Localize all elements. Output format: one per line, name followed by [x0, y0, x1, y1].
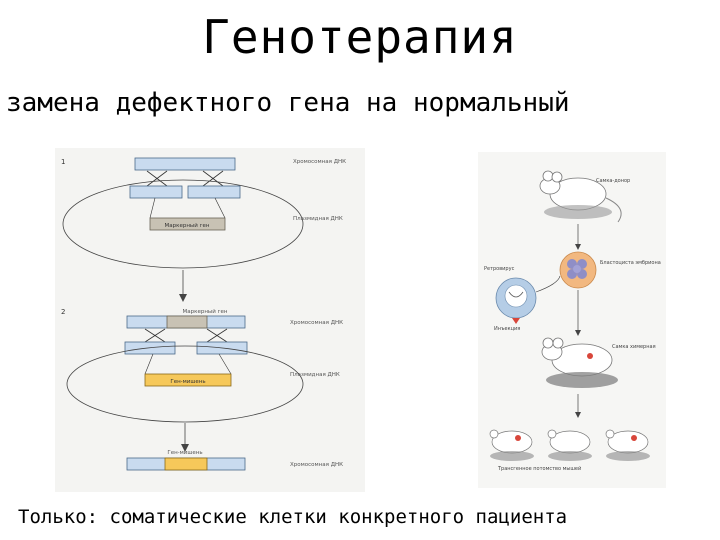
- step2-chromosome-label: Хромосомная ДНК: [290, 320, 343, 326]
- injection-label: Инъекция: [494, 326, 520, 332]
- footer-note: Только: соматические клетки конкретного …: [18, 506, 568, 528]
- step1-plasmid-ring: [62, 179, 304, 269]
- donor-mouse-icon: [539, 170, 622, 223]
- step1-arrow-head: [179, 294, 187, 302]
- transgenic-label: Трансгенное потомство мышей: [497, 465, 581, 472]
- offspring-mouse-icon: [489, 429, 534, 461]
- step2-target-gene-box: [144, 373, 232, 387]
- transgenic-svg: Самка-донор Бластоциста эмбриона Ретрови…: [484, 170, 661, 472]
- step1-plasmid-label: Плазмидная ДНК: [293, 216, 343, 222]
- recombination-diagram: 1 Хромосомная ДНК Маркерный ген Плазмидн…: [55, 148, 365, 492]
- step2-plasmid-label: Плазмидная ДНК: [290, 372, 340, 378]
- page-title: Генотерапия: [202, 10, 518, 64]
- step1-marker-gene-label: Маркерный ген: [165, 222, 210, 229]
- retrovirus-label: Ретровирус: [484, 266, 515, 272]
- blastocyst-icon: [559, 251, 597, 289]
- step1-cross-line: [202, 170, 224, 187]
- step1-cross-line: [146, 170, 168, 187]
- step2-connector: [144, 353, 154, 375]
- transgenic-mice-diagram: Самка-донор Бластоциста эмбриона Ретрови…: [478, 152, 666, 488]
- step1-plasmid-right-arm: [187, 185, 241, 199]
- step3-target-gene-label: Ген-мишень: [167, 450, 202, 456]
- arrow-virus-to-embryo: [535, 275, 561, 293]
- donor-mouse-label: Самка-донор: [596, 178, 630, 184]
- step2-target-gene-label: Ген-мишень: [170, 379, 205, 385]
- step2-cross-line: [144, 328, 166, 343]
- step1-connector: [149, 197, 156, 219]
- chimera-mouse-icon: [541, 337, 618, 388]
- step2-plasmid-ring: [66, 345, 304, 423]
- step3-chromosome-label: Хромосомная ДНК: [290, 462, 343, 468]
- embryo-label: Бластоциста эмбриона: [600, 260, 661, 266]
- page-subtitle: замена дефектного гена на нормальный: [6, 88, 570, 118]
- step2-connector: [218, 353, 232, 375]
- step1-marker-gene-box: [149, 217, 226, 231]
- step2-number: 2: [61, 308, 65, 316]
- offspring-mouse-icon: [605, 429, 650, 461]
- step1-number: 1: [61, 158, 65, 166]
- step1-plasmid-left-arm: [129, 185, 183, 199]
- step2-arrow-head: [181, 444, 189, 452]
- step1-chromosome-dna: [134, 157, 236, 171]
- step2-marker-segment: [166, 315, 208, 329]
- step2-marker-gene-label: Маркерный ген: [183, 308, 228, 315]
- step1-chromosome-label: Хромосомная ДНК: [293, 159, 346, 165]
- recombination-svg: 1 Хромосомная ДНК Маркерный ген Плазмидн…: [61, 157, 346, 471]
- chimera-label: Самка химерная: [612, 344, 656, 350]
- step3-target-segment: [164, 457, 208, 471]
- retrovirus-cell-icon: [495, 277, 537, 324]
- step1-connector: [214, 197, 226, 219]
- arrow-to-embryo-head: [575, 244, 581, 250]
- arrow-to-offspring-head: [575, 412, 581, 418]
- arrow-to-chimera-head: [575, 330, 581, 336]
- offspring-mouse-icon: [547, 429, 592, 461]
- step2-cross-line: [206, 328, 228, 343]
